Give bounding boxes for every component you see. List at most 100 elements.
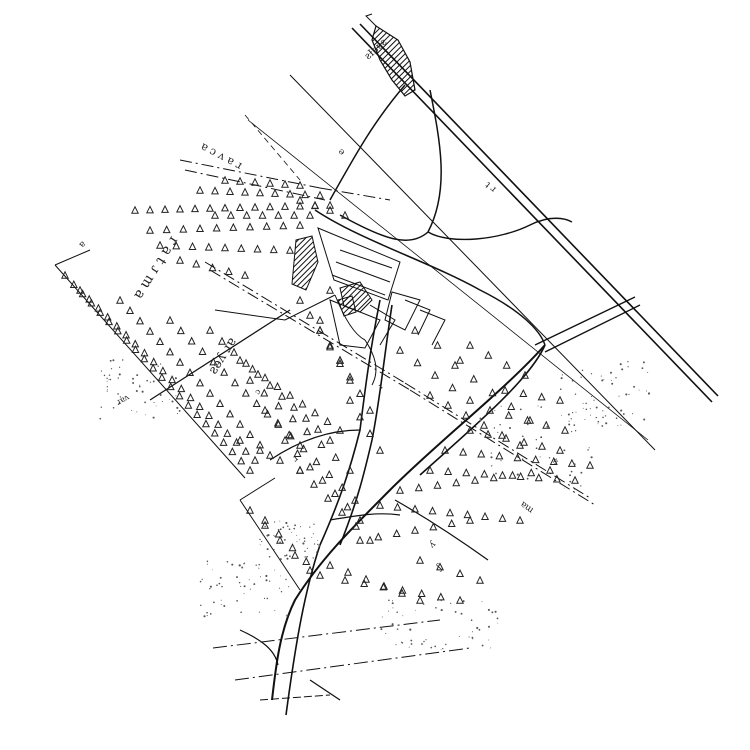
vegetation-marker — [495, 451, 504, 460]
noise-speck — [627, 361, 629, 363]
noise-speck — [573, 463, 576, 466]
vegetation-marker — [220, 175, 230, 184]
vegetation-marker — [325, 285, 335, 294]
noise-speck — [589, 414, 592, 416]
noise-speck — [313, 543, 316, 545]
noise-speck — [209, 588, 211, 590]
noise-speck — [625, 393, 628, 396]
noise-speck — [285, 554, 288, 557]
noise-speck — [526, 477, 529, 480]
vegetation-marker — [549, 456, 558, 465]
vegetation-marker — [477, 449, 486, 458]
vegetation-marker — [443, 400, 453, 409]
vegetation-marker — [447, 519, 456, 528]
noise-speck — [288, 586, 290, 588]
vegetation-marker — [230, 378, 240, 387]
noise-speck — [285, 521, 288, 525]
label-road-note: ɹɐʌ — [115, 392, 131, 407]
vegetation-marker — [425, 465, 435, 474]
vegetation-marker — [410, 504, 420, 513]
vegetation-marker — [219, 437, 228, 446]
noise-speck — [178, 409, 181, 412]
vegetation-marker — [135, 316, 145, 325]
noise-speck — [468, 636, 470, 638]
noise-speck — [392, 607, 394, 609]
noise-speck — [590, 373, 593, 375]
noise-speck — [597, 420, 600, 423]
map-labels: ƨƗʙɐƨ ɐ ɔ ʌ ɐ ɹ ɐ ɯ ɾ ʇ ɐ ɹ ƨǝʎ ɹɐ ɹɐʌ ɐ… — [77, 37, 560, 573]
vegetation-marker — [345, 465, 355, 474]
noise-speck — [311, 537, 313, 539]
noise-speck — [585, 402, 587, 405]
vegetation-marker — [534, 473, 543, 482]
vegetation-marker — [465, 425, 475, 434]
vegetation-marker — [279, 221, 288, 230]
noise-speck — [157, 365, 159, 367]
noise-speck — [588, 447, 590, 449]
vegetation-marker — [345, 372, 355, 381]
vegetation-markers — [60, 175, 595, 604]
vegetation-marker — [226, 210, 235, 219]
vegetation-marker — [162, 225, 171, 234]
vegetation-marker — [149, 357, 158, 366]
noise-speck — [490, 456, 493, 459]
noise-speck — [633, 385, 636, 388]
vegetation-marker — [429, 522, 438, 531]
noise-speck — [211, 569, 213, 571]
noise-speck — [559, 388, 562, 390]
vegetation-marker — [290, 550, 300, 559]
vegetation-marker — [113, 326, 122, 335]
vegetation-marker — [552, 474, 561, 483]
vegetation-marker — [237, 243, 246, 252]
noise-speck — [603, 379, 605, 381]
vegetation-marker — [175, 204, 185, 213]
vegetation-marker — [229, 222, 238, 231]
noise-speck — [391, 623, 394, 626]
noise-speck — [620, 424, 622, 426]
noise-speck — [266, 548, 269, 551]
noise-speck — [381, 616, 383, 618]
vegetation-marker — [337, 507, 347, 516]
vegetation-marker — [498, 513, 507, 522]
building-cluster — [291, 227, 446, 349]
vegetation-marker — [157, 372, 166, 381]
vegetation-marker — [265, 450, 275, 459]
vegetation-marker — [168, 375, 177, 384]
vegetation-marker — [285, 430, 294, 439]
vegetation-marker — [379, 582, 388, 591]
vegetation-marker — [459, 447, 468, 456]
vegetation-marker — [455, 569, 465, 578]
noise-speck — [100, 370, 103, 372]
noise-speck — [265, 574, 268, 578]
vegetation-marker — [258, 210, 267, 219]
noise-speck — [638, 389, 640, 391]
noise-speck — [236, 576, 238, 579]
noise-speck — [174, 377, 177, 380]
vegetation-marker — [205, 325, 215, 334]
vegetation-marker — [462, 468, 471, 477]
noise-speck — [267, 534, 270, 537]
noise-speck — [601, 425, 604, 427]
noise-speck — [279, 558, 282, 561]
vegetation-marker — [205, 203, 215, 212]
noise-speck — [221, 585, 223, 588]
label-small-i: ɔ — [253, 387, 263, 397]
vegetation-marker — [537, 392, 546, 401]
label-small-f: ɹ — [291, 453, 301, 464]
vegetation-marker — [260, 373, 270, 382]
noise-speck — [618, 395, 620, 397]
vegetation-marker — [220, 243, 230, 252]
noise-speck — [548, 457, 551, 459]
noise-speck — [106, 380, 108, 382]
noise-speck — [264, 527, 266, 529]
noise-speck — [487, 608, 490, 611]
vegetation-marker — [274, 529, 283, 538]
vegetation-marker — [273, 381, 282, 390]
noise-speck — [241, 566, 244, 569]
vegetation-marker — [195, 224, 205, 233]
vegetation-marker — [392, 529, 401, 538]
noise-speck — [568, 420, 570, 422]
noise-speck — [144, 401, 146, 404]
noise-speck — [580, 485, 582, 487]
noise-speck — [567, 413, 570, 416]
